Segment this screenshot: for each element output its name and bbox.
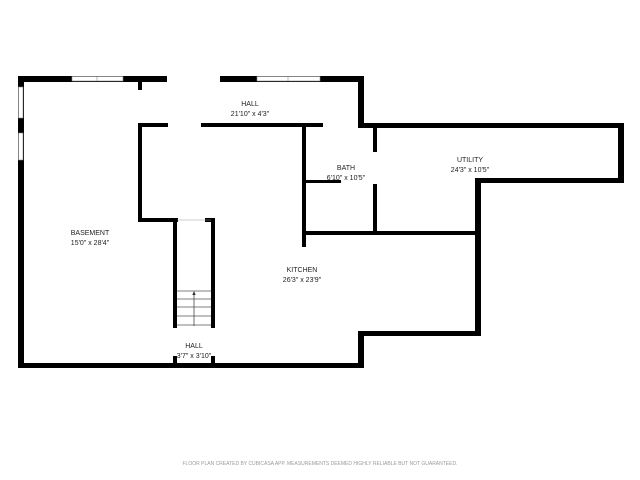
window xyxy=(18,86,24,119)
wall xyxy=(18,363,364,368)
room-name: UTILITY xyxy=(457,157,483,164)
window xyxy=(71,76,124,82)
wall xyxy=(618,123,624,183)
room-name: BASEMENT xyxy=(71,230,110,237)
wall xyxy=(358,123,624,128)
arrow-up-icon xyxy=(192,291,196,295)
wall xyxy=(211,356,215,366)
wall xyxy=(201,123,323,127)
wall xyxy=(18,76,24,368)
wall xyxy=(302,126,306,247)
room-dims: 3'7" x 3'10" xyxy=(177,353,212,360)
window xyxy=(256,76,321,82)
wall xyxy=(358,331,481,336)
wall xyxy=(138,123,168,127)
room-name: BATH xyxy=(337,165,355,172)
wall xyxy=(211,218,215,328)
wall xyxy=(475,178,481,336)
wall xyxy=(306,231,481,235)
window xyxy=(18,132,24,161)
wall xyxy=(173,356,177,366)
wall xyxy=(475,178,624,183)
wall xyxy=(138,218,178,222)
wall xyxy=(373,184,377,234)
room-labels: HALL 21'10" x 4'3" BATH 6'10" x 10'5" UT… xyxy=(71,101,490,360)
wall xyxy=(358,76,364,128)
room-dims: 15'0" x 28'4" xyxy=(71,240,110,247)
wall xyxy=(358,331,364,368)
room-name: HALL xyxy=(185,343,203,350)
room-dims: 21'10" x 4'3" xyxy=(231,111,270,118)
room-name: HALL xyxy=(241,101,259,108)
wall xyxy=(138,81,142,90)
room-dims: 6'10" x 10'5" xyxy=(327,175,366,182)
room-name: KITCHEN xyxy=(287,267,318,274)
wall xyxy=(306,180,341,183)
wall xyxy=(138,123,142,222)
room-dims: 24'3" x 10'5" xyxy=(451,167,490,174)
wall xyxy=(173,218,177,328)
room-dims: 26'3" x 23'9" xyxy=(283,277,322,284)
disclaimer-footer: FLOOR PLAN CREATED BY CUBICASA APP. MEAS… xyxy=(183,461,458,467)
staircase xyxy=(177,290,211,326)
wall xyxy=(373,126,377,152)
walls xyxy=(18,76,624,368)
